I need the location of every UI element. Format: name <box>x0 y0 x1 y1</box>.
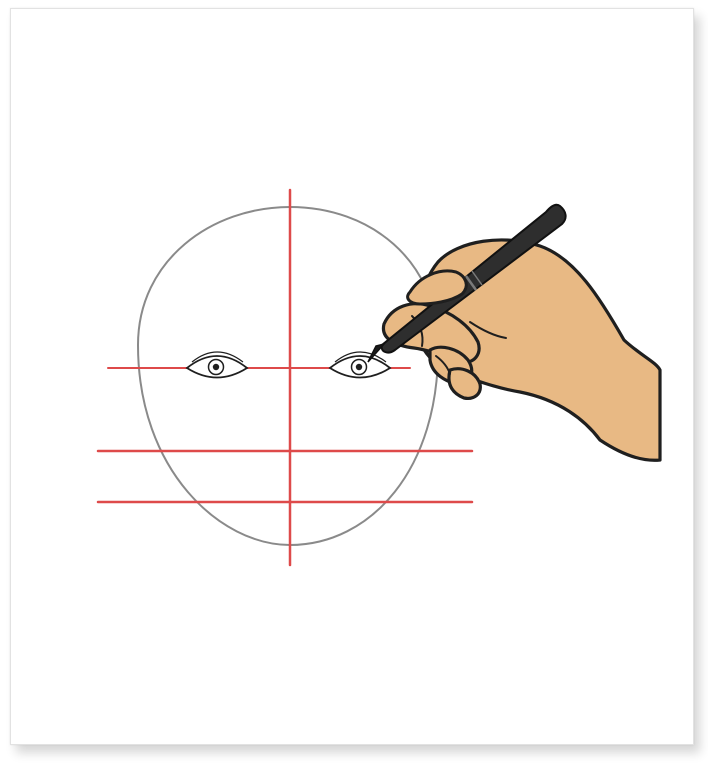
hand-icon <box>383 240 660 460</box>
head-outline <box>138 207 438 545</box>
left-eye-icon <box>187 352 247 378</box>
guidelines <box>98 190 472 565</box>
right-eye-icon <box>330 352 390 378</box>
